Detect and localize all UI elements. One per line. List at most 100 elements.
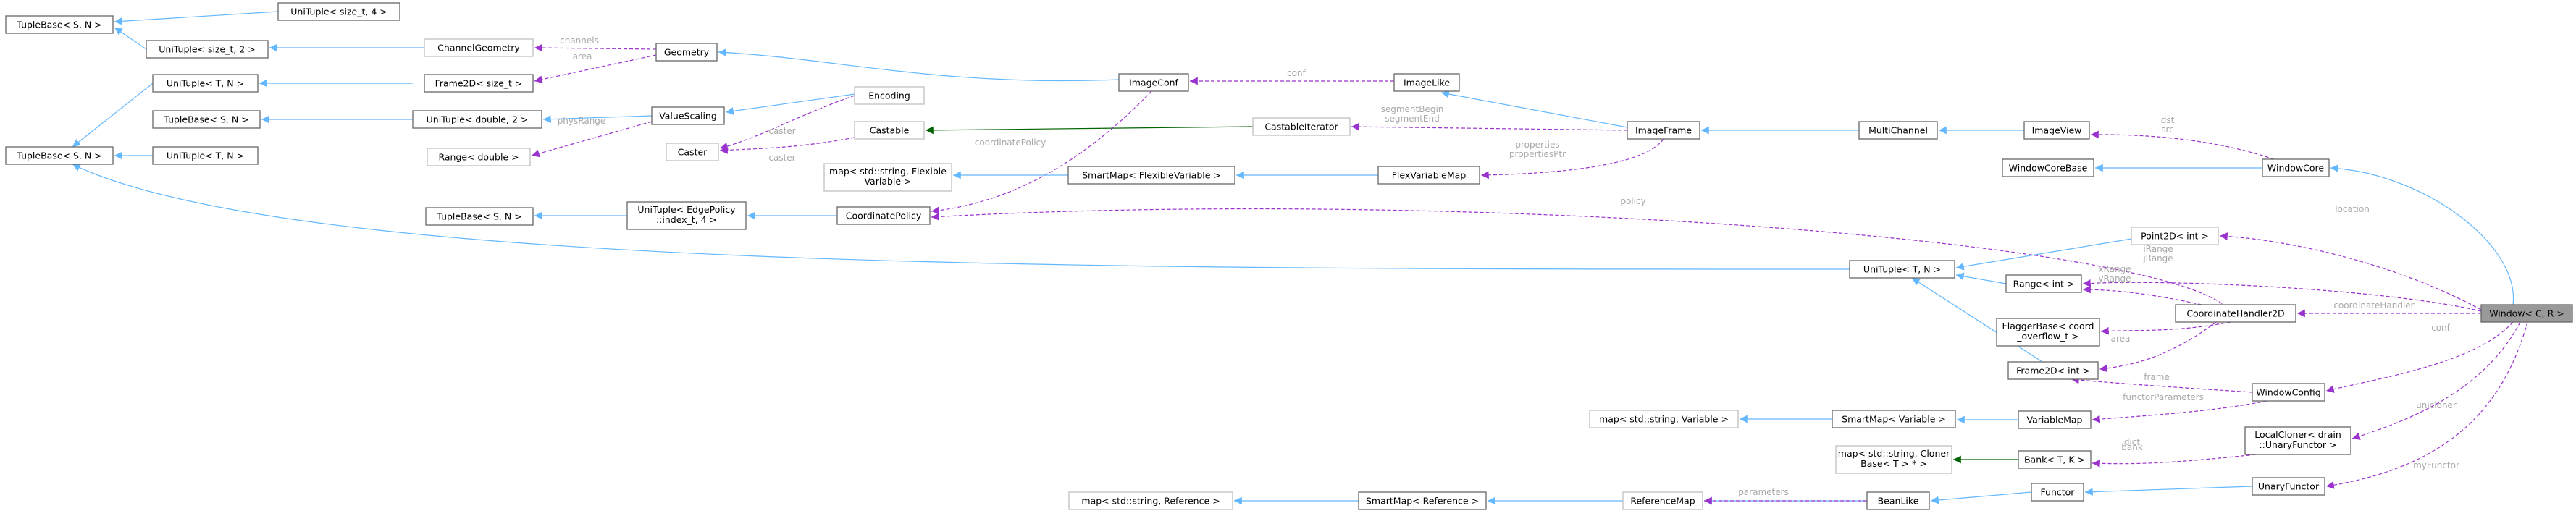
- class-node-flex-variable-map[interactable]: FlexVariableMap: [1377, 166, 1480, 185]
- class-name-line: Frame2D< size_t >: [435, 78, 523, 89]
- class-name-line: UniTuple< size_t, 4 >: [290, 7, 387, 17]
- class-node-coordinate-handler-2d[interactable]: CoordinateHandler2D: [2175, 304, 2296, 323]
- class-box: [1358, 491, 1487, 510]
- inheritance-edge: [1440, 90, 1628, 128]
- class-name-line: WindowCoreBase: [2009, 163, 2088, 174]
- class-name-line: UnaryFunctor: [2258, 481, 2320, 492]
- class-name-line: VariableMap: [2027, 415, 2083, 426]
- edge-label-line: policy: [1620, 196, 1645, 206]
- class-node-map-variable[interactable]: map< std::string, Variable >: [1589, 410, 1739, 428]
- class-box: [1622, 491, 1703, 510]
- class-node-unituple-t-n-b[interactable]: UniTuple< T, N >: [152, 146, 259, 165]
- edge-label-line: area: [573, 51, 592, 62]
- class-node-window-c-r[interactable]: Window< C, R >: [2480, 304, 2573, 323]
- class-node-multi-channel[interactable]: MultiChannel: [1858, 121, 1938, 140]
- class-box: [2252, 477, 2325, 496]
- class-name: UniTuple< double, 2 >: [427, 114, 529, 125]
- class-node-range-double[interactable]: Range< double >: [427, 148, 531, 166]
- class-node-bank-t-k[interactable]: Bank< T, K >: [2018, 450, 2092, 469]
- usage-edge: [2325, 321, 2514, 393]
- class-box: [2262, 158, 2330, 177]
- class-node-image-conf[interactable]: ImageConf: [1118, 73, 1189, 92]
- class-name-line: map< std::string, Reference >: [1081, 496, 1220, 507]
- class-node-tb-s-n-c[interactable]: TupleBase< S, N >: [5, 146, 114, 165]
- class-box: [146, 40, 269, 59]
- class-node-functor[interactable]: Functor: [2031, 483, 2084, 502]
- class-node-encoding[interactable]: Encoding: [854, 86, 925, 105]
- class-node-coordinate-policy[interactable]: CoordinatePolicy: [836, 206, 931, 225]
- class-node-unituple-size-t-2[interactable]: UniTuple< size_t, 2 >: [146, 40, 269, 59]
- edge-label-channels: channels: [560, 35, 599, 46]
- class-node-smartmap-variable[interactable]: SmartMap< Variable >: [1832, 410, 1956, 428]
- inheritance-edge: [72, 164, 1850, 270]
- usage-edge: [2071, 376, 2253, 393]
- class-node-tb-s-n-d[interactable]: TupleBase< S, N >: [425, 207, 534, 226]
- class-node-castable[interactable]: Castable: [854, 121, 925, 140]
- edge-label-line: iRange: [2143, 244, 2173, 254]
- usage-edge: [2351, 321, 2521, 440]
- inheritance-edge: [725, 93, 855, 115]
- edge-label-line: bank: [2121, 442, 2143, 452]
- class-name: Point2D< int >: [2141, 231, 2209, 242]
- class-name-line: map< std::string, Flexible: [829, 166, 947, 177]
- class-node-map-reference[interactable]: map< std::string, Reference >: [1068, 491, 1233, 510]
- class-node-point2d-int[interactable]: Point2D< int >: [2131, 227, 2219, 245]
- class-name: Range< int >: [2013, 279, 2075, 289]
- edge-label-coordinate-policy: coordinatePolicy: [975, 138, 1046, 148]
- class-box: [666, 143, 719, 161]
- class-node-tb-s-n-b[interactable]: TupleBase< S, N >: [152, 110, 261, 129]
- class-node-window-core-base[interactable]: WindowCoreBase: [2002, 158, 2094, 177]
- class-node-channel-geometry[interactable]: ChannelGeometry: [424, 38, 534, 57]
- class-box: [1627, 121, 1700, 140]
- class-box: [2018, 450, 2092, 469]
- class-node-value-scaling[interactable]: ValueScaling: [651, 106, 725, 125]
- class-node-unituple-size-t-4[interactable]: UniTuple< size_t, 4 >: [277, 2, 400, 21]
- class-node-unary-functor[interactable]: UnaryFunctor: [2252, 477, 2325, 496]
- class-node-tb-size-t-n[interactable]: TupleBase< S, N >: [5, 15, 114, 34]
- class-box: [424, 74, 534, 93]
- class-node-bean-like[interactable]: BeanLike: [1866, 491, 1930, 510]
- class-node-smartmap-flexible[interactable]: SmartMap< FlexibleVariable >: [1067, 166, 1235, 185]
- class-name-line: Caster: [678, 147, 708, 158]
- class-node-reference-map[interactable]: ReferenceMap: [1622, 491, 1703, 510]
- class-node-unituple-edge-policy[interactable]: UniTuple< EdgePolicy::index_t, 4 >: [626, 201, 747, 230]
- class-node-smartmap-reference[interactable]: SmartMap< Reference >: [1358, 491, 1487, 510]
- class-node-frame2d-size-t[interactable]: Frame2D< size_t >: [424, 74, 534, 93]
- class-node-window-config[interactable]: WindowConfig: [2252, 383, 2325, 402]
- edge-label-caster-a: caster: [768, 126, 795, 136]
- inheritance-edge: [1955, 272, 2007, 284]
- class-node-castable-iterator[interactable]: CastableIterator: [1252, 117, 1351, 136]
- class-box: [2244, 426, 2351, 455]
- inheritance-edge: [718, 48, 1120, 82]
- class-node-window-core[interactable]: WindowCore: [2262, 158, 2330, 177]
- class-name: Castable: [870, 125, 910, 136]
- class-node-frame2d-int[interactable]: Frame2D< int >: [2007, 361, 2099, 380]
- class-node-local-cloner[interactable]: LocalCloner< drain::UnaryFunctor >: [2244, 426, 2351, 455]
- edge-label-line: src: [2161, 124, 2174, 135]
- class-box: [1589, 410, 1739, 428]
- class-node-range-int[interactable]: Range< int >: [2005, 274, 2082, 293]
- class-node-flagger-base[interactable]: FlaggerBase< coord_overflow_t >: [1996, 318, 2100, 347]
- class-box: [424, 38, 534, 57]
- class-node-image-view[interactable]: ImageView: [2023, 121, 2090, 140]
- class-name: UniTuple< size_t, 2 >: [159, 44, 255, 55]
- class-node-image-frame[interactable]: ImageFrame: [1627, 121, 1700, 140]
- class-node-image-like[interactable]: ImageLike: [1393, 73, 1460, 92]
- edge-label-line: dst: [2161, 115, 2175, 125]
- class-name-line: ImageView: [2032, 125, 2082, 136]
- class-name: Functor: [2041, 487, 2076, 498]
- inheritance-edge: [72, 83, 154, 148]
- class-node-unituple-double-2[interactable]: UniTuple< double, 2 >: [412, 110, 542, 129]
- class-node-unituple-t-n-c[interactable]: UniTuple< T, N >: [1849, 260, 1955, 279]
- class-name: TupleBase< S, N >: [436, 211, 521, 222]
- class-name: map< std::string, Reference >: [1081, 496, 1220, 507]
- class-node-variable-map[interactable]: VariableMap: [2018, 410, 2092, 429]
- class-name-line: CoordinateHandler2D: [2186, 308, 2284, 319]
- class-box: [1849, 260, 1955, 279]
- class-node-geometry[interactable]: Geometry: [655, 43, 718, 62]
- class-node-caster[interactable]: Caster: [666, 143, 719, 161]
- class-node-unituple-t-n-a[interactable]: UniTuple< T, N >: [152, 74, 259, 93]
